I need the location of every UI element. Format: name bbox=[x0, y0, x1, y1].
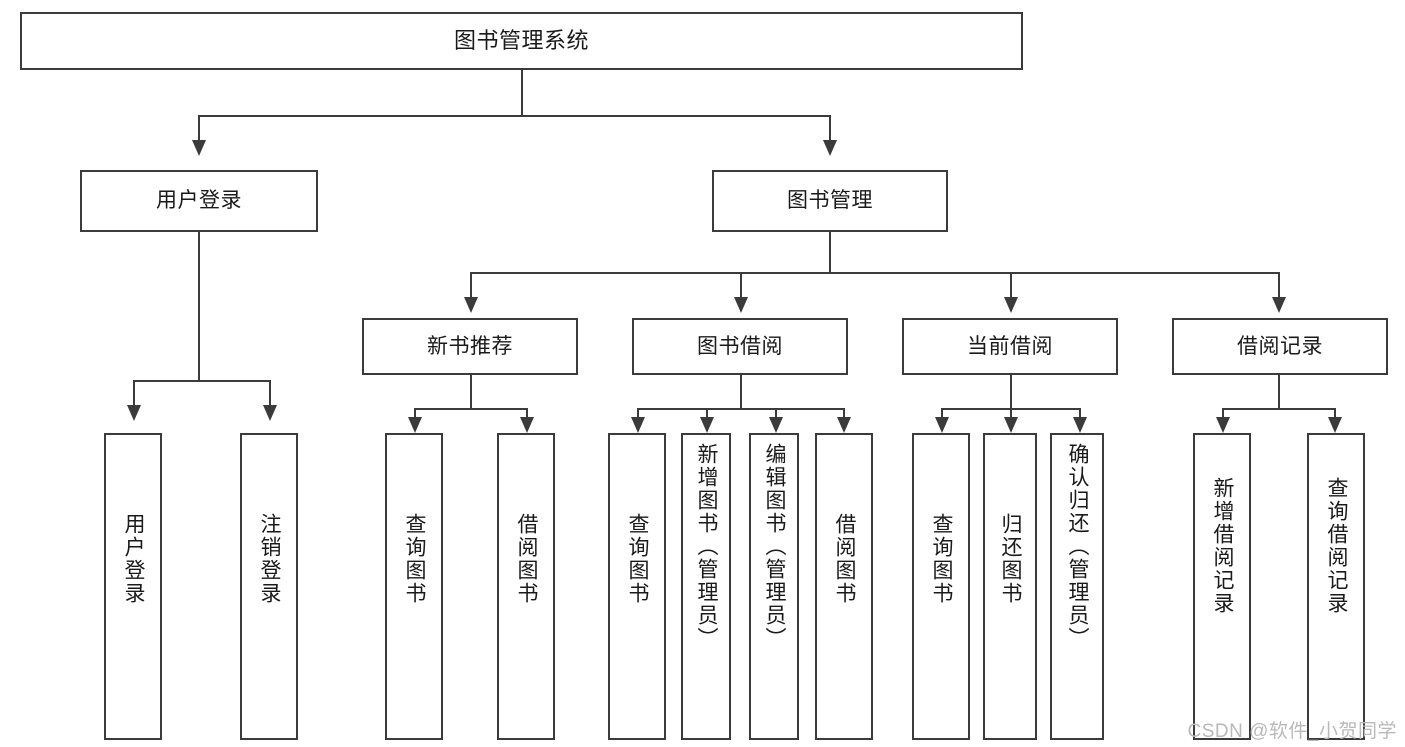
connector-book-borrow-bus bbox=[637, 408, 845, 410]
leaf-label: 借阅图书 bbox=[515, 513, 539, 605]
connector-book-manage-to-new-book-rec bbox=[470, 272, 472, 300]
node-label: 用户登录 bbox=[156, 189, 242, 213]
connector-user-login-to-leaf-1 bbox=[133, 380, 135, 408]
leaf-label: 新增借阅记录 bbox=[1211, 477, 1235, 615]
node-user-login[interactable]: 用户登录 bbox=[80, 170, 318, 232]
connector-book-borrow-leaf-4 bbox=[843, 408, 845, 420]
leaf-label: 查询借阅记录 bbox=[1325, 477, 1349, 615]
arrowhead-new-book-rec-leaf-2 bbox=[520, 417, 534, 433]
connector-book-manage-stem bbox=[829, 232, 831, 272]
connector-user-login-stem bbox=[198, 232, 200, 380]
node-label: 当前借阅 bbox=[967, 334, 1053, 358]
connector-borrow-record-bus bbox=[1222, 408, 1336, 410]
leaf-label: 借阅图书 bbox=[833, 513, 857, 605]
leaf-edit-book-admin[interactable]: 编辑图书（管理员） bbox=[749, 433, 799, 740]
arrowhead-current-borrow-leaf-1 bbox=[935, 417, 949, 433]
leaf-label: 编辑图书（管理员） bbox=[763, 443, 787, 650]
arrowhead-borrow-record-leaf-2 bbox=[1328, 417, 1342, 433]
arrowhead-book-borrow-leaf-1 bbox=[631, 417, 645, 433]
leaf-query-borrow-record[interactable]: 查询借阅记录 bbox=[1307, 433, 1365, 740]
connector-user-login-to-leaf-2 bbox=[269, 380, 271, 408]
leaf-query-book-3[interactable]: 查询图书 bbox=[912, 433, 970, 740]
leaf-logout-login[interactable]: 注销登录 bbox=[240, 433, 298, 740]
arrowhead-current-borrow-leaf-2 bbox=[1004, 417, 1018, 433]
leaf-add-book-admin[interactable]: 新增图书（管理员） bbox=[681, 433, 731, 740]
arrowhead-root-to-user-login bbox=[192, 140, 206, 156]
connector-root-to-user-login bbox=[198, 115, 200, 143]
connector-book-borrow-stem bbox=[740, 375, 742, 408]
leaf-user-login[interactable]: 用户登录 bbox=[104, 433, 162, 740]
connector-book-borrow-leaf-3 bbox=[775, 408, 777, 420]
connector-current-borrow-leaf-1 bbox=[941, 408, 943, 420]
leaf-label: 查询图书 bbox=[403, 513, 427, 605]
node-label: 借阅记录 bbox=[1237, 334, 1323, 358]
connector-root-to-book-manage bbox=[829, 115, 831, 143]
node-root-book-management-system[interactable]: 图书管理系统 bbox=[20, 12, 1023, 70]
connector-current-borrow-stem bbox=[1010, 375, 1012, 408]
arrowhead-current-borrow-leaf-3 bbox=[1073, 417, 1087, 433]
node-label: 图书管理系统 bbox=[453, 27, 589, 53]
node-label: 新书推荐 bbox=[427, 334, 513, 358]
connector-book-borrow-leaf-1 bbox=[637, 408, 639, 420]
node-label: 图书借阅 bbox=[697, 334, 783, 358]
leaf-add-borrow-record[interactable]: 新增借阅记录 bbox=[1193, 433, 1251, 740]
connector-book-borrow-leaf-2 bbox=[706, 408, 708, 420]
leaf-label: 归还图书 bbox=[999, 513, 1023, 605]
connector-new-book-rec-bus bbox=[414, 408, 528, 410]
connector-book-manage-bus bbox=[470, 272, 1280, 274]
arrowhead-root-to-book-manage bbox=[823, 140, 837, 156]
connector-book-manage-to-book-borrow bbox=[740, 272, 742, 300]
connector-root-stem bbox=[521, 70, 523, 115]
leaf-label: 查询图书 bbox=[626, 513, 650, 605]
leaf-label: 用户登录 bbox=[122, 513, 146, 605]
connector-borrow-record-leaf-2 bbox=[1334, 408, 1336, 420]
connector-user-login-bus bbox=[133, 380, 271, 382]
leaf-borrow-book-2[interactable]: 借阅图书 bbox=[815, 433, 873, 740]
node-new-book-rec[interactable]: 新书推荐 bbox=[362, 318, 578, 375]
connector-borrow-record-leaf-1 bbox=[1222, 408, 1224, 420]
connector-current-borrow-leaf-3 bbox=[1079, 408, 1081, 420]
arrowhead-book-borrow-leaf-2 bbox=[700, 417, 714, 433]
leaf-label: 新增图书（管理员） bbox=[695, 443, 719, 650]
leaf-query-book-2[interactable]: 查询图书 bbox=[608, 433, 666, 740]
connector-book-manage-to-current-borrow bbox=[1010, 272, 1012, 300]
leaf-label: 确认归还（管理员） bbox=[1066, 443, 1090, 650]
arrowhead-new-book-rec-leaf-1 bbox=[408, 417, 422, 433]
node-book-manage[interactable]: 图书管理 bbox=[712, 170, 948, 232]
arrowhead-book-manage-new-book-rec bbox=[464, 297, 478, 313]
leaf-confirm-return-admin[interactable]: 确认归还（管理员） bbox=[1050, 433, 1104, 740]
leaf-return-book[interactable]: 归还图书 bbox=[983, 433, 1037, 740]
node-borrow-record[interactable]: 借阅记录 bbox=[1172, 318, 1388, 375]
node-book-borrow[interactable]: 图书借阅 bbox=[632, 318, 848, 375]
connector-new-book-rec-stem bbox=[470, 375, 472, 408]
arrowhead-book-manage-borrow-record bbox=[1272, 297, 1286, 313]
leaf-borrow-book-1[interactable]: 借阅图书 bbox=[497, 433, 555, 740]
arrowhead-book-manage-book-borrow bbox=[734, 297, 748, 313]
leaf-label: 查询图书 bbox=[930, 513, 954, 605]
arrowhead-book-borrow-leaf-4 bbox=[837, 417, 851, 433]
connector-new-book-rec-leaf-1 bbox=[414, 408, 416, 420]
connector-borrow-record-stem bbox=[1278, 375, 1280, 408]
arrowhead-user-login-leaf-1 bbox=[127, 405, 141, 421]
connector-book-manage-to-borrow-record bbox=[1278, 272, 1280, 300]
arrowhead-book-manage-current-borrow bbox=[1004, 297, 1018, 313]
leaf-label: 注销登录 bbox=[258, 513, 282, 605]
leaf-query-book-1[interactable]: 查询图书 bbox=[385, 433, 443, 740]
connector-new-book-rec-leaf-2 bbox=[526, 408, 528, 420]
connector-root-bus bbox=[198, 115, 831, 117]
arrowhead-user-login-leaf-2 bbox=[263, 405, 277, 421]
arrowhead-book-borrow-leaf-3 bbox=[769, 417, 783, 433]
node-current-borrow[interactable]: 当前借阅 bbox=[902, 318, 1118, 375]
connector-current-borrow-leaf-2 bbox=[1010, 408, 1012, 420]
node-label: 图书管理 bbox=[787, 189, 873, 213]
arrowhead-borrow-record-leaf-1 bbox=[1216, 417, 1230, 433]
